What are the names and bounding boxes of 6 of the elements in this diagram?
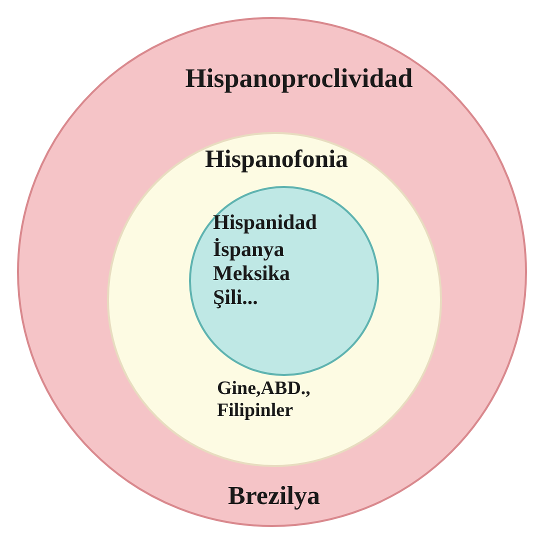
circle-title: Hispanoproclividad	[185, 63, 413, 93]
circle-label: Brezilya	[228, 481, 320, 510]
circle-label: İspanya Meksika Şili...	[213, 237, 290, 310]
circle-title: Hispanidad	[213, 210, 317, 234]
circle-label: Gine,ABD., Filipinler	[217, 378, 310, 421]
circle-title: Hispanofonia	[204, 146, 348, 173]
